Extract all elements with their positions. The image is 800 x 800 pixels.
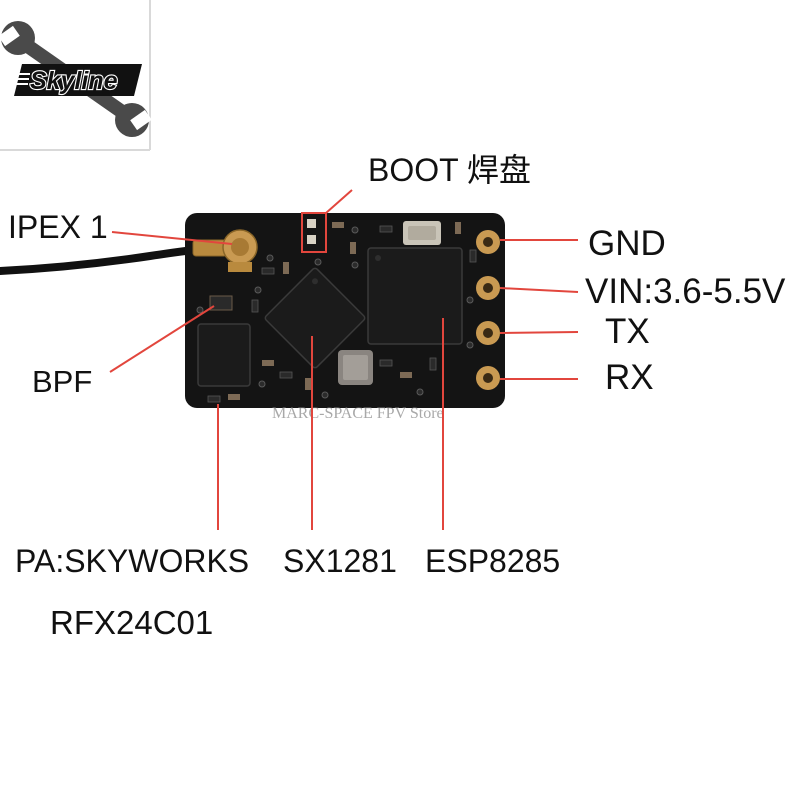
vias (196, 226, 474, 399)
crystal-oscillator (403, 221, 441, 245)
logo-speed-lines (16, 73, 30, 85)
store-watermark: MARC-SPACE FPV Store (272, 405, 444, 422)
bpf-leader-line (109, 305, 215, 373)
esp8285-chip (367, 247, 463, 345)
receiver-board (185, 213, 505, 408)
sx1281-chip (264, 267, 366, 369)
boot-label: BOOT 焊盘 (368, 152, 531, 188)
tx-label: TX (605, 312, 650, 351)
esp8285-label: ESP8285 (425, 543, 560, 579)
ipex-label: IPEX 1 (8, 209, 108, 245)
tx-pad (476, 321, 500, 345)
rx-label: RX (605, 358, 654, 397)
passive-components (207, 222, 477, 403)
bpf-label: BPF (32, 364, 92, 399)
boot-pad-bottom (307, 235, 316, 244)
pa-chip (197, 323, 251, 387)
pa-part-label: RFX24C01 (50, 604, 213, 641)
rx-pad (476, 366, 500, 390)
bpf-filter (209, 295, 233, 311)
boot-pad-top (307, 219, 316, 228)
antenna-cable (0, 245, 204, 275)
tx-leader-line (499, 331, 579, 334)
brand-logo: Skyline (0, 0, 152, 151)
vin-leader-line (499, 287, 579, 293)
pa-model-label: PA:SKYWORKS (15, 543, 249, 579)
sx1281-label: SX1281 (283, 543, 397, 579)
vin-pad (476, 276, 500, 300)
logo-banner (14, 64, 142, 96)
ipex-leader-line (111, 231, 233, 245)
gnd-pad (476, 230, 500, 254)
boot-pad-highlight (301, 212, 327, 253)
ipex-antenna-icon (192, 229, 258, 272)
metal-crystal (338, 350, 373, 385)
gnd-label: GND (588, 224, 666, 263)
logo-wordmark: Skyline (30, 67, 118, 95)
vin-label: VIN:3.6-5.5V (585, 272, 786, 311)
boot-leader-line (325, 189, 353, 214)
